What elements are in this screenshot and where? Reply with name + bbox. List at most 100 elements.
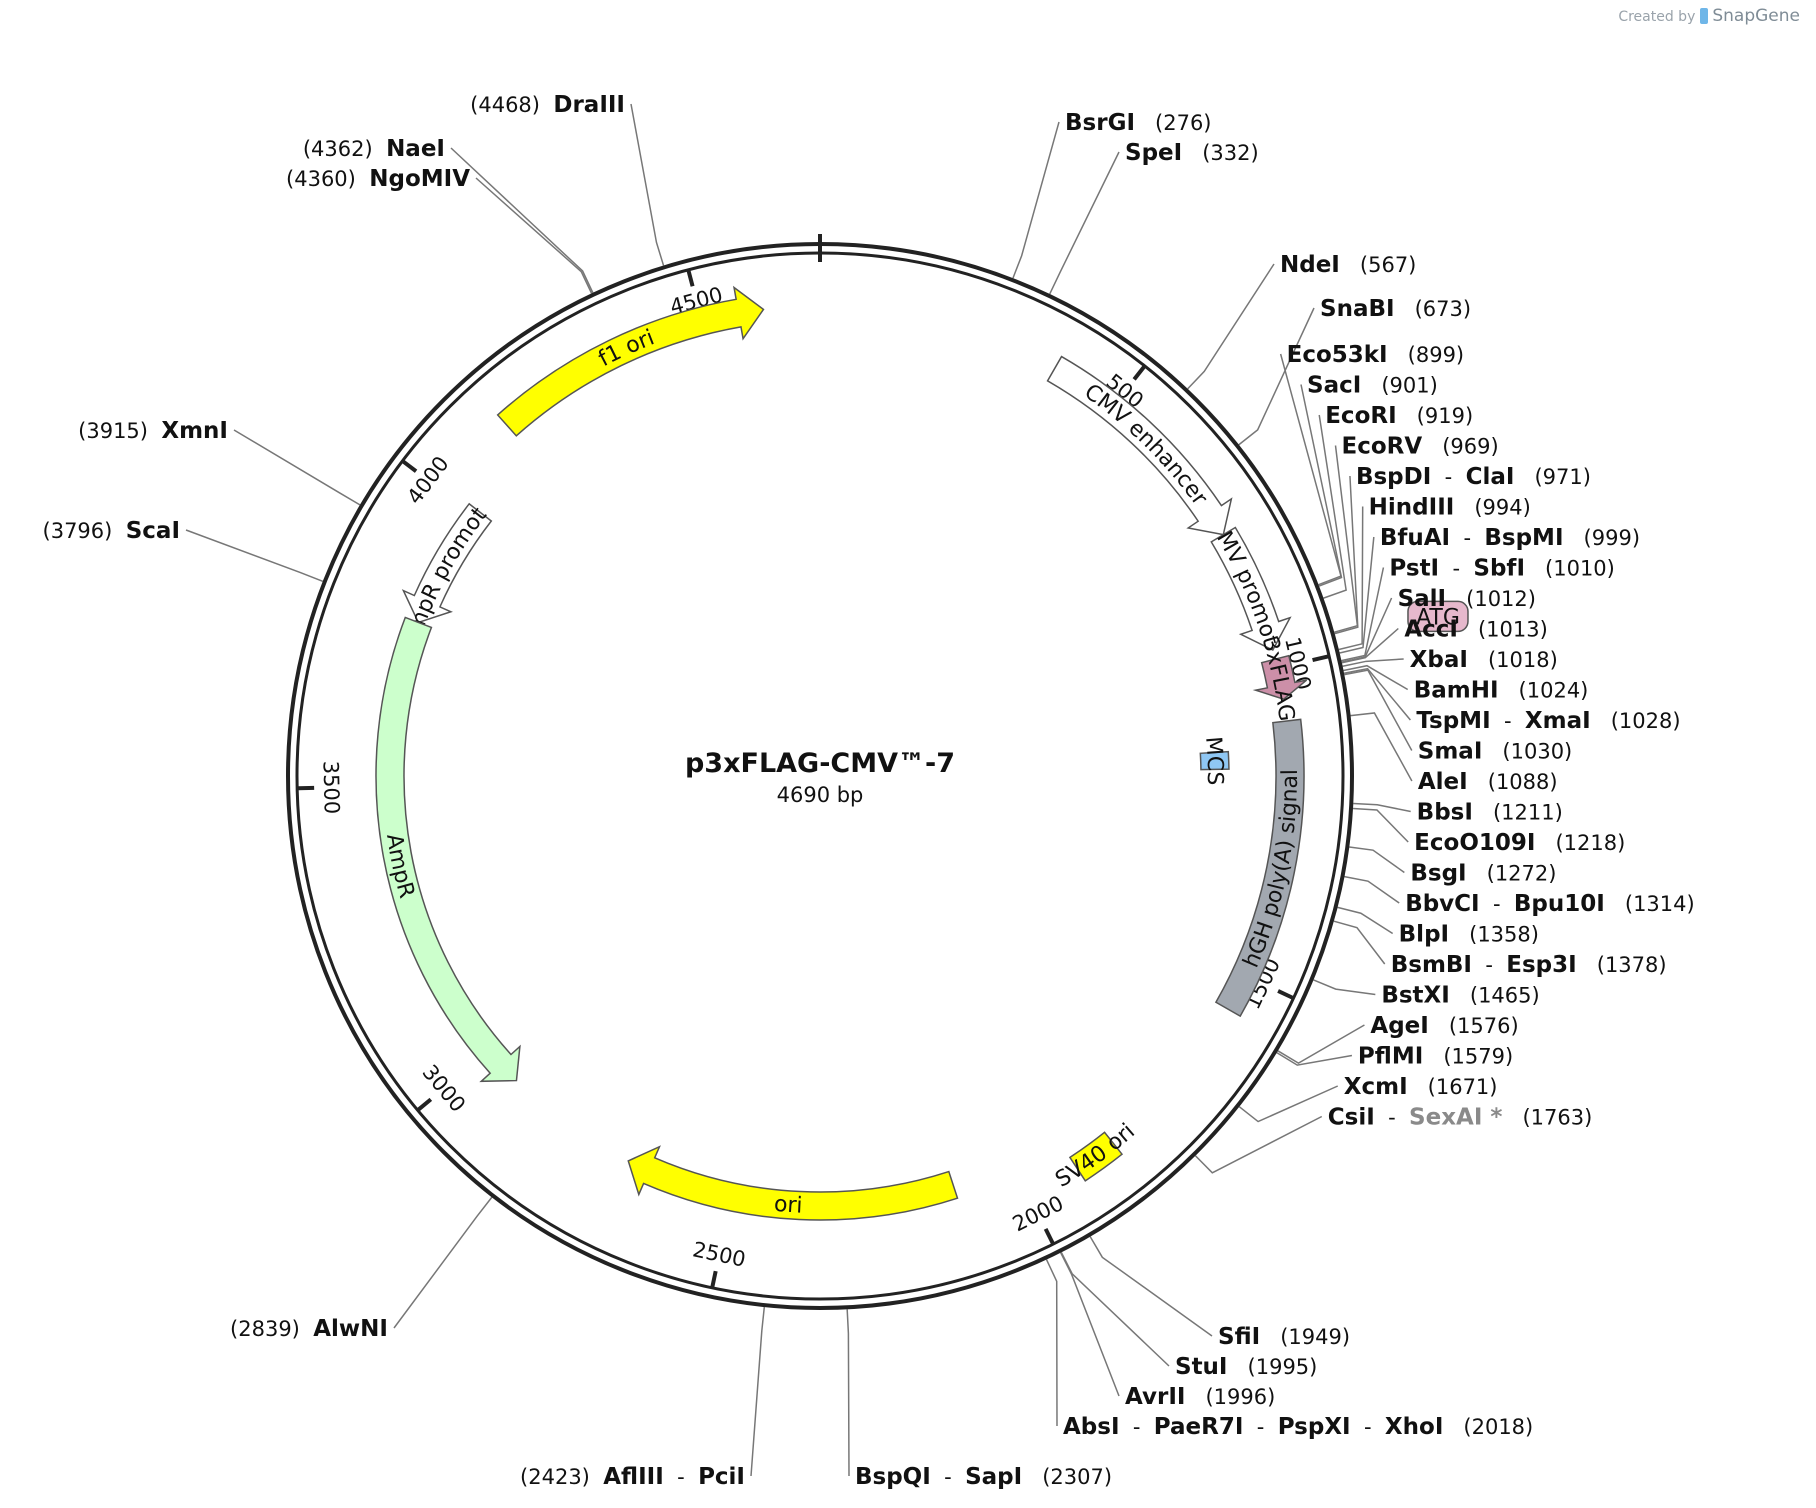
atg-label: ATG [1416, 605, 1460, 630]
restriction-site[interactable]: HindIII (994) [1369, 495, 1531, 521]
restriction-site[interactable]: SmaI (1030) [1418, 739, 1572, 765]
feature-sv40-ori[interactable] [1068, 1131, 1124, 1182]
restriction-site[interactable]: BsgI (1272) [1410, 861, 1556, 887]
enzyme-separator: - [1450, 526, 1484, 550]
tick-label: 4000 [402, 452, 453, 509]
restriction-site[interactable]: BbvCI - Bpu10I (1314) [1405, 891, 1695, 917]
restriction-site[interactable]: (4362) NaeI [303, 136, 445, 162]
restriction-site[interactable]: (3796) ScaI [43, 518, 180, 544]
enzyme-separator [1564, 526, 1584, 550]
restriction-site[interactable]: AleI (1088) [1418, 769, 1558, 795]
enzyme-separator [1340, 253, 1360, 277]
restriction-site[interactable]: (4360) NgoMIV [286, 166, 470, 192]
plasmid-name: p3xFLAG-CMV™-7 [685, 748, 955, 779]
site-leader-lines [185, 103, 1413, 1477]
restriction-site[interactable]: SalI (1012) [1398, 586, 1536, 612]
enzyme-separator [590, 1465, 603, 1489]
restriction-site[interactable]: PstI - SbfI (1010) [1389, 556, 1614, 582]
tick-mark [686, 270, 695, 287]
feature-mcs[interactable] [1199, 750, 1230, 771]
site-position: (1763) [1522, 1106, 1592, 1130]
site-position: (1012) [1466, 587, 1536, 611]
enzyme-name: PciI [698, 1464, 745, 1490]
site-position: (673) [1415, 297, 1471, 321]
restriction-site[interactable]: SpeI (332) [1125, 140, 1259, 166]
restriction-site[interactable]: CsiI - SexAI * (1763) [1328, 1105, 1593, 1131]
restriction-site[interactable]: (3915) XmnI [78, 418, 228, 444]
restriction-site[interactable]: AccI (1013) [1404, 617, 1548, 643]
restriction-site[interactable]: StuI (1995) [1175, 1354, 1317, 1380]
enzyme-separator [1443, 1415, 1463, 1439]
site-label: (2839) AlwNI [230, 1316, 388, 1342]
site-label: EcoRV (969) [1341, 434, 1498, 460]
restriction-site[interactable]: SfiI (1949) [1218, 1324, 1350, 1350]
site-label: SmaI (1030) [1418, 739, 1572, 765]
site-leader-line [630, 103, 665, 266]
feature-ori[interactable] [627, 1145, 959, 1221]
restriction-site[interactable]: BsrGI (276) [1065, 110, 1212, 136]
site-leader-line [1339, 536, 1375, 654]
feature-f1-ori[interactable] [496, 285, 765, 437]
site-leader-line [450, 147, 594, 294]
enzyme-separator [1388, 343, 1408, 367]
restriction-site[interactable]: EcoRV (969) [1341, 434, 1498, 460]
tick-mark [1277, 989, 1294, 1000]
restriction-site[interactable]: (2423) AflIII - PciI [520, 1464, 745, 1490]
site-label: EcoRI (919) [1325, 403, 1473, 429]
restriction-site[interactable]: XbaI (1018) [1410, 647, 1558, 673]
restriction-site[interactable]: SnaBI (673) [1320, 296, 1471, 322]
site-leader-line [1334, 475, 1359, 635]
restriction-site[interactable]: (2839) AlwNI [230, 1316, 388, 1342]
restriction-site[interactable]: Eco53kI (899) [1287, 342, 1465, 368]
site-leader-line [233, 429, 361, 506]
restriction-site[interactable]: SacI (901) [1307, 373, 1438, 399]
restriction-site[interactable]: BspDI - ClaI (971) [1356, 464, 1591, 490]
site-label: BamHI (1024) [1414, 678, 1589, 704]
restriction-site[interactable]: BbsI (1211) [1417, 800, 1563, 826]
credit-brand: SnapGene [1712, 6, 1800, 26]
site-leader-line [1187, 263, 1275, 390]
site-position: (567) [1360, 253, 1416, 277]
restriction-site[interactable]: EcoO109I (1218) [1414, 830, 1625, 856]
site-position: (332) [1202, 141, 1258, 165]
site-label: (4468) DraIII [470, 92, 625, 118]
tick-label: 3000 [418, 1060, 471, 1116]
restriction-site[interactable]: BstXI (1465) [1381, 983, 1539, 1009]
site-label: SnaBI (673) [1320, 296, 1471, 322]
enzyme-name: HindIII [1369, 495, 1455, 521]
feature-3xflag[interactable] [1252, 654, 1308, 701]
enzyme-separator [112, 519, 125, 543]
atg-badge: ATG [1407, 600, 1469, 633]
feature-cmv-promoter[interactable] [1210, 526, 1292, 652]
feature-label-mcs: MCS [1200, 736, 1227, 786]
feature-label-cmv-enhancer: CMV enhancer [1080, 379, 1213, 510]
feature-ampr[interactable] [375, 616, 521, 1083]
restriction-site[interactable]: EcoRI (919) [1325, 403, 1473, 429]
restriction-site[interactable]: BspQI - SapI (2307) [855, 1464, 1112, 1490]
site-position: (971) [1534, 465, 1590, 489]
site-label: (3915) XmnI [78, 418, 228, 444]
site-label: BbsI (1211) [1417, 800, 1563, 826]
enzyme-name: Eco53kI [1287, 342, 1388, 368]
restriction-site[interactable]: BfuAI - BspMI (999) [1380, 525, 1640, 551]
restriction-site[interactable]: BlpI (1358) [1399, 922, 1539, 948]
restriction-site[interactable]: (4468) DraIII [470, 92, 625, 118]
restriction-site[interactable]: PflMI (1579) [1358, 1044, 1513, 1070]
site-leader-line [1238, 1085, 1339, 1123]
restriction-site[interactable]: XcmI (1671) [1344, 1074, 1498, 1100]
enzyme-name: PspXI [1278, 1414, 1351, 1440]
restriction-site[interactable]: AvrII (1996) [1125, 1384, 1275, 1410]
enzyme-separator [1468, 648, 1488, 672]
restriction-site[interactable]: BsmBI - Esp3I (1378) [1391, 952, 1667, 978]
site-leader-line [1060, 1252, 1170, 1367]
restriction-site[interactable]: TspMI - XmaI (1028) [1416, 708, 1680, 734]
restriction-site[interactable]: NdeI (567) [1280, 252, 1416, 278]
feature-hgh-poly-a-signal[interactable] [1214, 718, 1305, 1018]
site-position: (276) [1155, 111, 1211, 135]
restriction-site[interactable]: BamHI (1024) [1414, 678, 1589, 704]
site-label: AleI (1088) [1418, 769, 1558, 795]
restriction-site[interactable]: AgeI (1576) [1370, 1013, 1518, 1039]
restriction-site[interactable]: AbsI - PaeR7I - PspXI - XhoI (2018) [1063, 1414, 1533, 1440]
site-leader-line [1313, 979, 1376, 996]
site-label: BlpI (1358) [1399, 922, 1539, 948]
